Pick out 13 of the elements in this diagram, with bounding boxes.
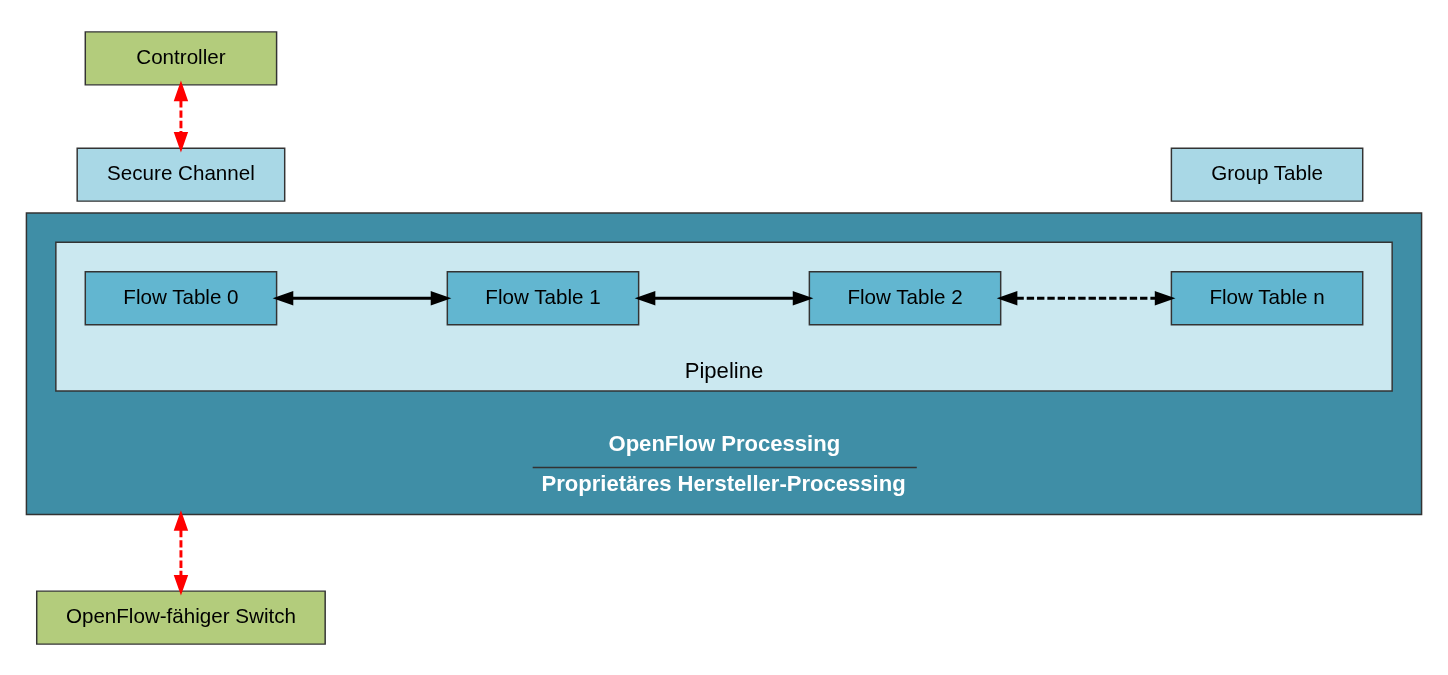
node-box: Flow Table n (1170, 270, 1364, 325)
node-box: Flow Table 0 (84, 270, 278, 325)
arrow (272, 290, 452, 305)
node-box: Controller (84, 30, 278, 86)
node-box: Flow Table 2 (808, 270, 1002, 325)
arrow (634, 290, 814, 305)
node-box: Secure Channel (76, 146, 286, 202)
arrow (173, 509, 189, 596)
node-box: OpenFlow-fähiger Switch (36, 589, 326, 645)
node-box: Group Table (1170, 146, 1364, 202)
arrow (996, 290, 1176, 305)
arrow (173, 80, 189, 153)
node-box: Flow Table 1 (446, 270, 640, 325)
